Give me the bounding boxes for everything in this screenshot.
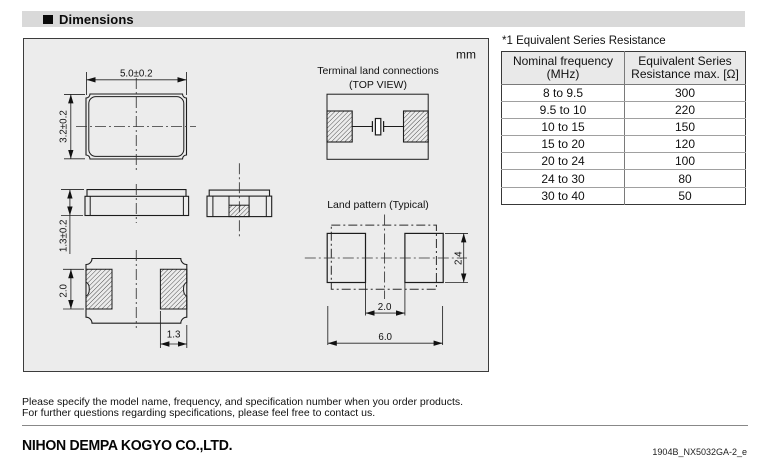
- land-pattern-pad-height-label: 2.4: [453, 251, 464, 265]
- ordering-note-line2: For further questions regarding specific…: [22, 406, 376, 419]
- land-pattern-drawing: [304, 214, 468, 346]
- section-title: Dimensions: [59, 11, 134, 27]
- esr-header-row: Nominal frequency(MHz) Equivalent Series…: [501, 51, 746, 85]
- esr-table: Nominal frequency(MHz) Equivalent Series…: [501, 51, 746, 205]
- esr-col1-header: Nominal frequency(MHz): [501, 51, 625, 85]
- terminal-land-drawing: [326, 93, 429, 160]
- top-view: [64, 72, 196, 173]
- bottom-view: [63, 250, 188, 348]
- top-view-height-label: 3.2±0.2: [59, 110, 70, 143]
- terminal-title: Terminal land connections: [317, 65, 438, 77]
- document-number: 1904B_NX5032GA-2_e: [652, 447, 747, 457]
- company-name: NIHON DEMPA KOGYO CO.,LTD.: [22, 438, 233, 454]
- section-header: Dimensions: [22, 11, 745, 27]
- land-pattern-gap-label: 2.0: [378, 302, 392, 313]
- footer-rule: [22, 425, 748, 426]
- dimensions-diagram-panel: mm 5.0±0.2 3.2±0.2: [23, 38, 489, 372]
- top-view-width-label: 5.0±0.2: [120, 68, 153, 79]
- ordering-notes: Please specify the model name, frequency…: [22, 397, 463, 418]
- land-pattern-overall-label: 6.0: [378, 332, 392, 343]
- esr-caption: *1 Equivalent Series Resistance: [502, 35, 666, 47]
- land-pattern-title: Land pattern (Typical): [327, 199, 429, 211]
- bottom-view-pad-width-label: 1.3: [167, 330, 181, 341]
- dimensions-drawing: mm 5.0±0.2 3.2±0.2: [59, 48, 476, 348]
- bottom-view-pad-height-label: 2.0: [59, 283, 70, 297]
- side-view-height-label: 1.3±0.2: [59, 219, 70, 252]
- unit-label: mm: [456, 48, 476, 62]
- side-view: [61, 184, 190, 254]
- section-marker-icon: [43, 14, 53, 24]
- end-view: [206, 163, 273, 237]
- terminal-subtitle: (TOP VIEW): [349, 79, 407, 91]
- ordering-note-line1: Please specify the model name, frequency…: [22, 396, 464, 408]
